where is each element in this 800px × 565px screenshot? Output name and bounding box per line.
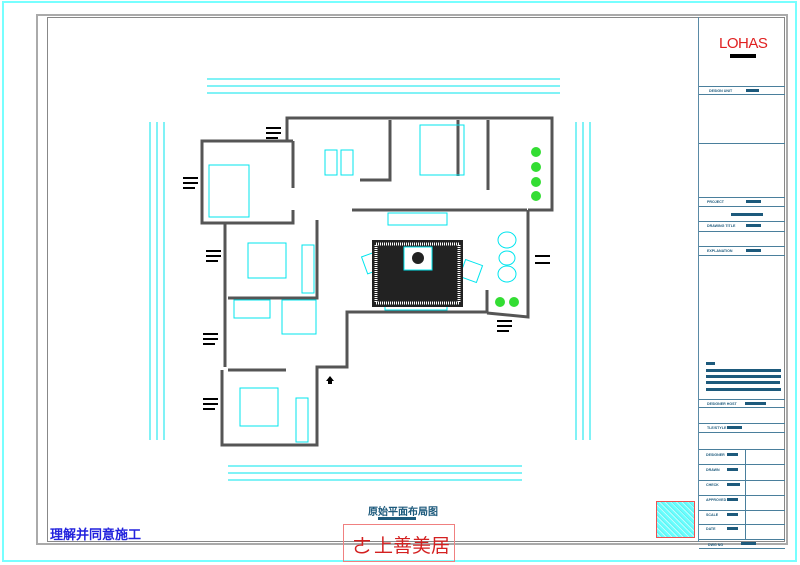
designer-host-label: DESIGNER HOST bbox=[707, 402, 737, 406]
window-labels bbox=[183, 127, 550, 410]
field-value bbox=[727, 453, 738, 456]
walls bbox=[200, 116, 554, 447]
check-label: CHECK bbox=[706, 483, 719, 487]
field-value bbox=[746, 224, 761, 227]
field-value bbox=[746, 200, 761, 203]
plants bbox=[495, 147, 541, 307]
bed bbox=[208, 164, 250, 218]
drawing-frame-outer bbox=[36, 14, 788, 545]
field-value bbox=[706, 388, 781, 391]
sink bbox=[324, 149, 338, 176]
bed bbox=[247, 242, 287, 279]
designer-label: DESIGNER bbox=[706, 453, 725, 457]
field-value bbox=[706, 375, 781, 378]
field-value bbox=[727, 483, 740, 486]
drawing-title-label: DRAWING TITLE bbox=[707, 224, 736, 228]
brand-logo-icon: ㄜ bbox=[352, 536, 372, 558]
logo-bar bbox=[730, 54, 756, 58]
bed bbox=[239, 387, 279, 427]
field-value bbox=[727, 426, 742, 429]
field-value bbox=[706, 381, 780, 384]
counter bbox=[233, 299, 271, 319]
plan-title: 原始平面布局图 bbox=[368, 507, 438, 518]
plan-title-underline bbox=[378, 517, 416, 520]
dwg-no-label: DWG NO bbox=[708, 543, 724, 547]
project-label: PROJECT bbox=[707, 200, 724, 204]
field-value bbox=[746, 89, 759, 92]
field-value bbox=[745, 402, 766, 405]
drawing-frame-inner bbox=[47, 17, 785, 542]
furniture bbox=[208, 124, 517, 443]
date-label: DATE bbox=[706, 527, 716, 531]
wardrobe bbox=[295, 397, 309, 443]
title-block: LOHAS DESIGN UNIT PROJECT DRAWING TITLE … bbox=[698, 17, 785, 549]
sink bbox=[340, 149, 354, 176]
field-value bbox=[741, 542, 756, 545]
approved-label: APPROVED bbox=[706, 498, 727, 502]
field-value bbox=[727, 498, 738, 501]
approval-note: 理解并同意施工 bbox=[50, 528, 142, 543]
field-value bbox=[746, 249, 761, 252]
bed bbox=[419, 124, 465, 176]
field-value bbox=[727, 527, 738, 530]
field-value bbox=[727, 513, 738, 516]
wardrobe bbox=[301, 244, 315, 294]
entrance-arrow-icon bbox=[326, 376, 334, 384]
field-value bbox=[731, 213, 763, 216]
dimension-lines bbox=[149, 78, 591, 481]
stamp-brand-name: 上善美居 bbox=[374, 536, 451, 557]
brand-stamp: ㄜ 上善美居 bbox=[343, 524, 455, 562]
lohas-logo: LOHAS bbox=[719, 35, 768, 52]
scale-label: SCALE bbox=[706, 513, 719, 517]
explanation-label: EXPLANATION bbox=[707, 249, 733, 253]
tv-cabinet bbox=[387, 212, 448, 226]
dining-table bbox=[281, 299, 317, 335]
tle-style-label: TLE/STYLE bbox=[707, 426, 727, 430]
field-value bbox=[727, 468, 738, 471]
field-value bbox=[706, 369, 781, 372]
drawn-label: DRAWN bbox=[706, 468, 720, 472]
hatch-sample bbox=[656, 501, 695, 538]
design-unit-label: DESIGN UNIT bbox=[709, 89, 733, 93]
field-value bbox=[706, 362, 715, 365]
